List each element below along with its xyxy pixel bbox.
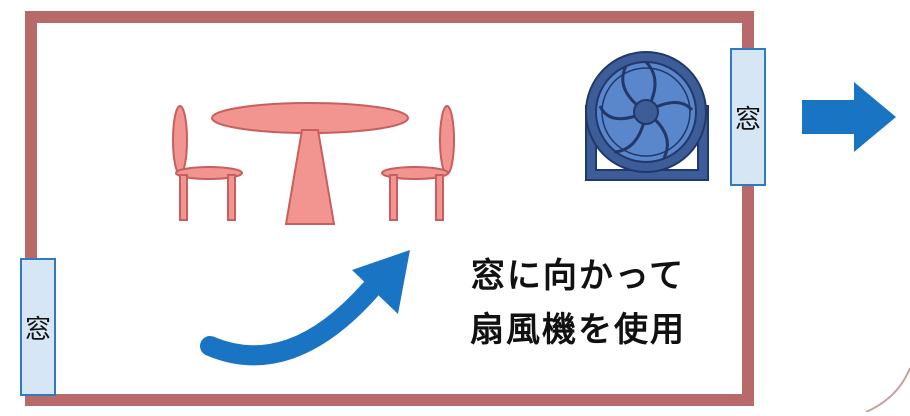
electric-fan-icon	[585, 51, 709, 181]
caption-line-2: 扇風機を使用	[470, 310, 686, 350]
caption-line-1: 窓に向かって	[470, 256, 686, 296]
right-arrow-icon	[802, 82, 896, 152]
corner-curve	[865, 367, 910, 413]
window-left: 窓	[20, 258, 56, 396]
window-right: 窓	[730, 48, 766, 186]
window-right-label: 窓	[734, 104, 761, 135]
table-and-chairs-icon	[172, 102, 455, 225]
curved-arrow-icon	[200, 250, 410, 366]
window-left-label: 窓	[24, 314, 51, 345]
